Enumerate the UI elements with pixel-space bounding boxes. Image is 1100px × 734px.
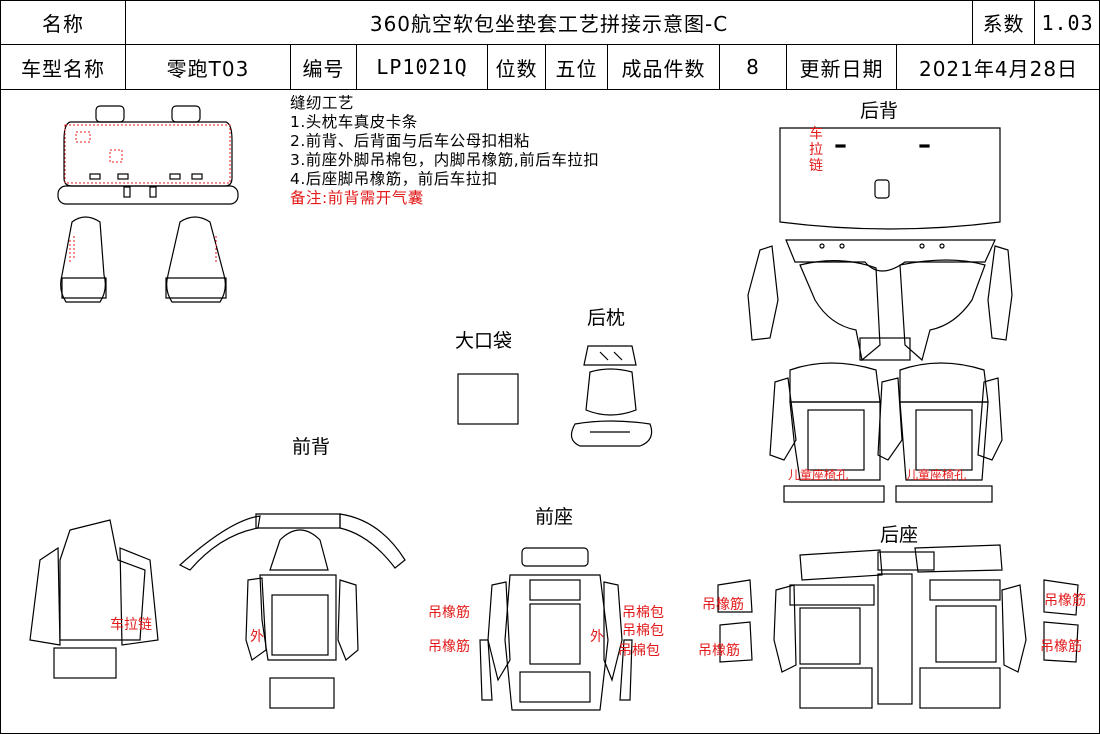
section-rear-pillow: 后枕 — [587, 307, 626, 329]
rear-elastic-right-2: 吊橡筋 — [1040, 639, 1082, 655]
cotton-label-3: 吊棉包 — [618, 643, 660, 659]
zipper-label: 车拉链 — [110, 617, 152, 633]
front-seat-pieces — [479, 547, 633, 711]
front-back-pieces — [29, 513, 406, 709]
rear-seat-backs — [769, 362, 1003, 503]
outer-label-front-back: 外 — [250, 629, 264, 645]
rear-bench-overview — [57, 105, 239, 205]
front-seats-overview — [60, 216, 227, 303]
cotton-label-1: 吊棉包 — [622, 605, 664, 621]
outer-label-front-seat: 外 — [590, 629, 604, 645]
code-value: LP1021Q — [356, 44, 488, 90]
notes-title: 缝纫工艺 — [290, 94, 355, 112]
note-line-2: 2.前背、后背面与后车公母扣相粘 — [290, 132, 530, 150]
rear-seat-pieces — [717, 544, 1079, 709]
note-line-4: 4.后座脚吊橡筋，前后车拉扣 — [290, 170, 498, 188]
seats-label: 位数 — [487, 44, 546, 90]
rear-pillow-pieces — [570, 345, 653, 447]
section-front-back: 前背 — [292, 436, 331, 458]
rear-back-pieces — [747, 127, 1013, 362]
elastic-label-1: 吊橡筋 — [428, 605, 470, 621]
note-line-1: 1.头枕车真皮卡条 — [290, 113, 418, 131]
pieces-label: 成品件数 — [607, 44, 720, 90]
sewing-notes: 缝纫工艺 1.头枕车真皮卡条 2.前背、后背面与后车公母扣相粘 3.前座外脚吊棉… — [290, 94, 599, 208]
rear-elastic-left-1: 吊橡筋 — [702, 597, 744, 613]
seats-value: 五位 — [545, 44, 608, 90]
child-seat-hole-left: 儿童座椅孔 — [788, 468, 849, 482]
code-label: 编号 — [290, 44, 357, 90]
section-rear-seat: 后座 — [880, 524, 919, 546]
big-pocket-piece — [457, 373, 519, 425]
note-line-3: 3.前座外脚吊棉包，内脚吊橡筋,前后车拉扣 — [290, 151, 600, 169]
section-big-pocket: 大口袋 — [455, 330, 513, 352]
model-value: 零跑T03 — [125, 44, 291, 90]
section-front-seat: 前座 — [535, 506, 574, 528]
coef-value: 1.03 — [1034, 0, 1100, 45]
drawing-title: 360航空软包坐垫套工艺拼接示意图-C — [124, 0, 974, 45]
pieces-value: 8 — [719, 44, 787, 90]
date-label: 更新日期 — [786, 44, 897, 90]
rear-elastic-left-2: 吊橡筋 — [698, 643, 740, 659]
header-table: 名称 360航空软包坐垫套工艺拼接示意图-C 系数 1.03 车型名称 零跑T0… — [0, 0, 1100, 90]
section-rear-back: 后背 — [860, 100, 899, 122]
note-remark: 备注:前背需开气囊 — [290, 189, 424, 207]
elastic-label-2: 吊橡筋 — [428, 639, 470, 655]
date-value: 2021年4月28日 — [895, 44, 1100, 90]
zipper-vertical-label: 车 拉 链 — [809, 126, 823, 174]
model-label: 车型名称 — [0, 44, 126, 90]
child-seat-hole-right: 儿童座椅孔 — [906, 468, 967, 482]
cotton-label-2: 吊棉包 — [622, 623, 664, 639]
rear-elastic-right-1: 吊橡筋 — [1044, 593, 1086, 609]
